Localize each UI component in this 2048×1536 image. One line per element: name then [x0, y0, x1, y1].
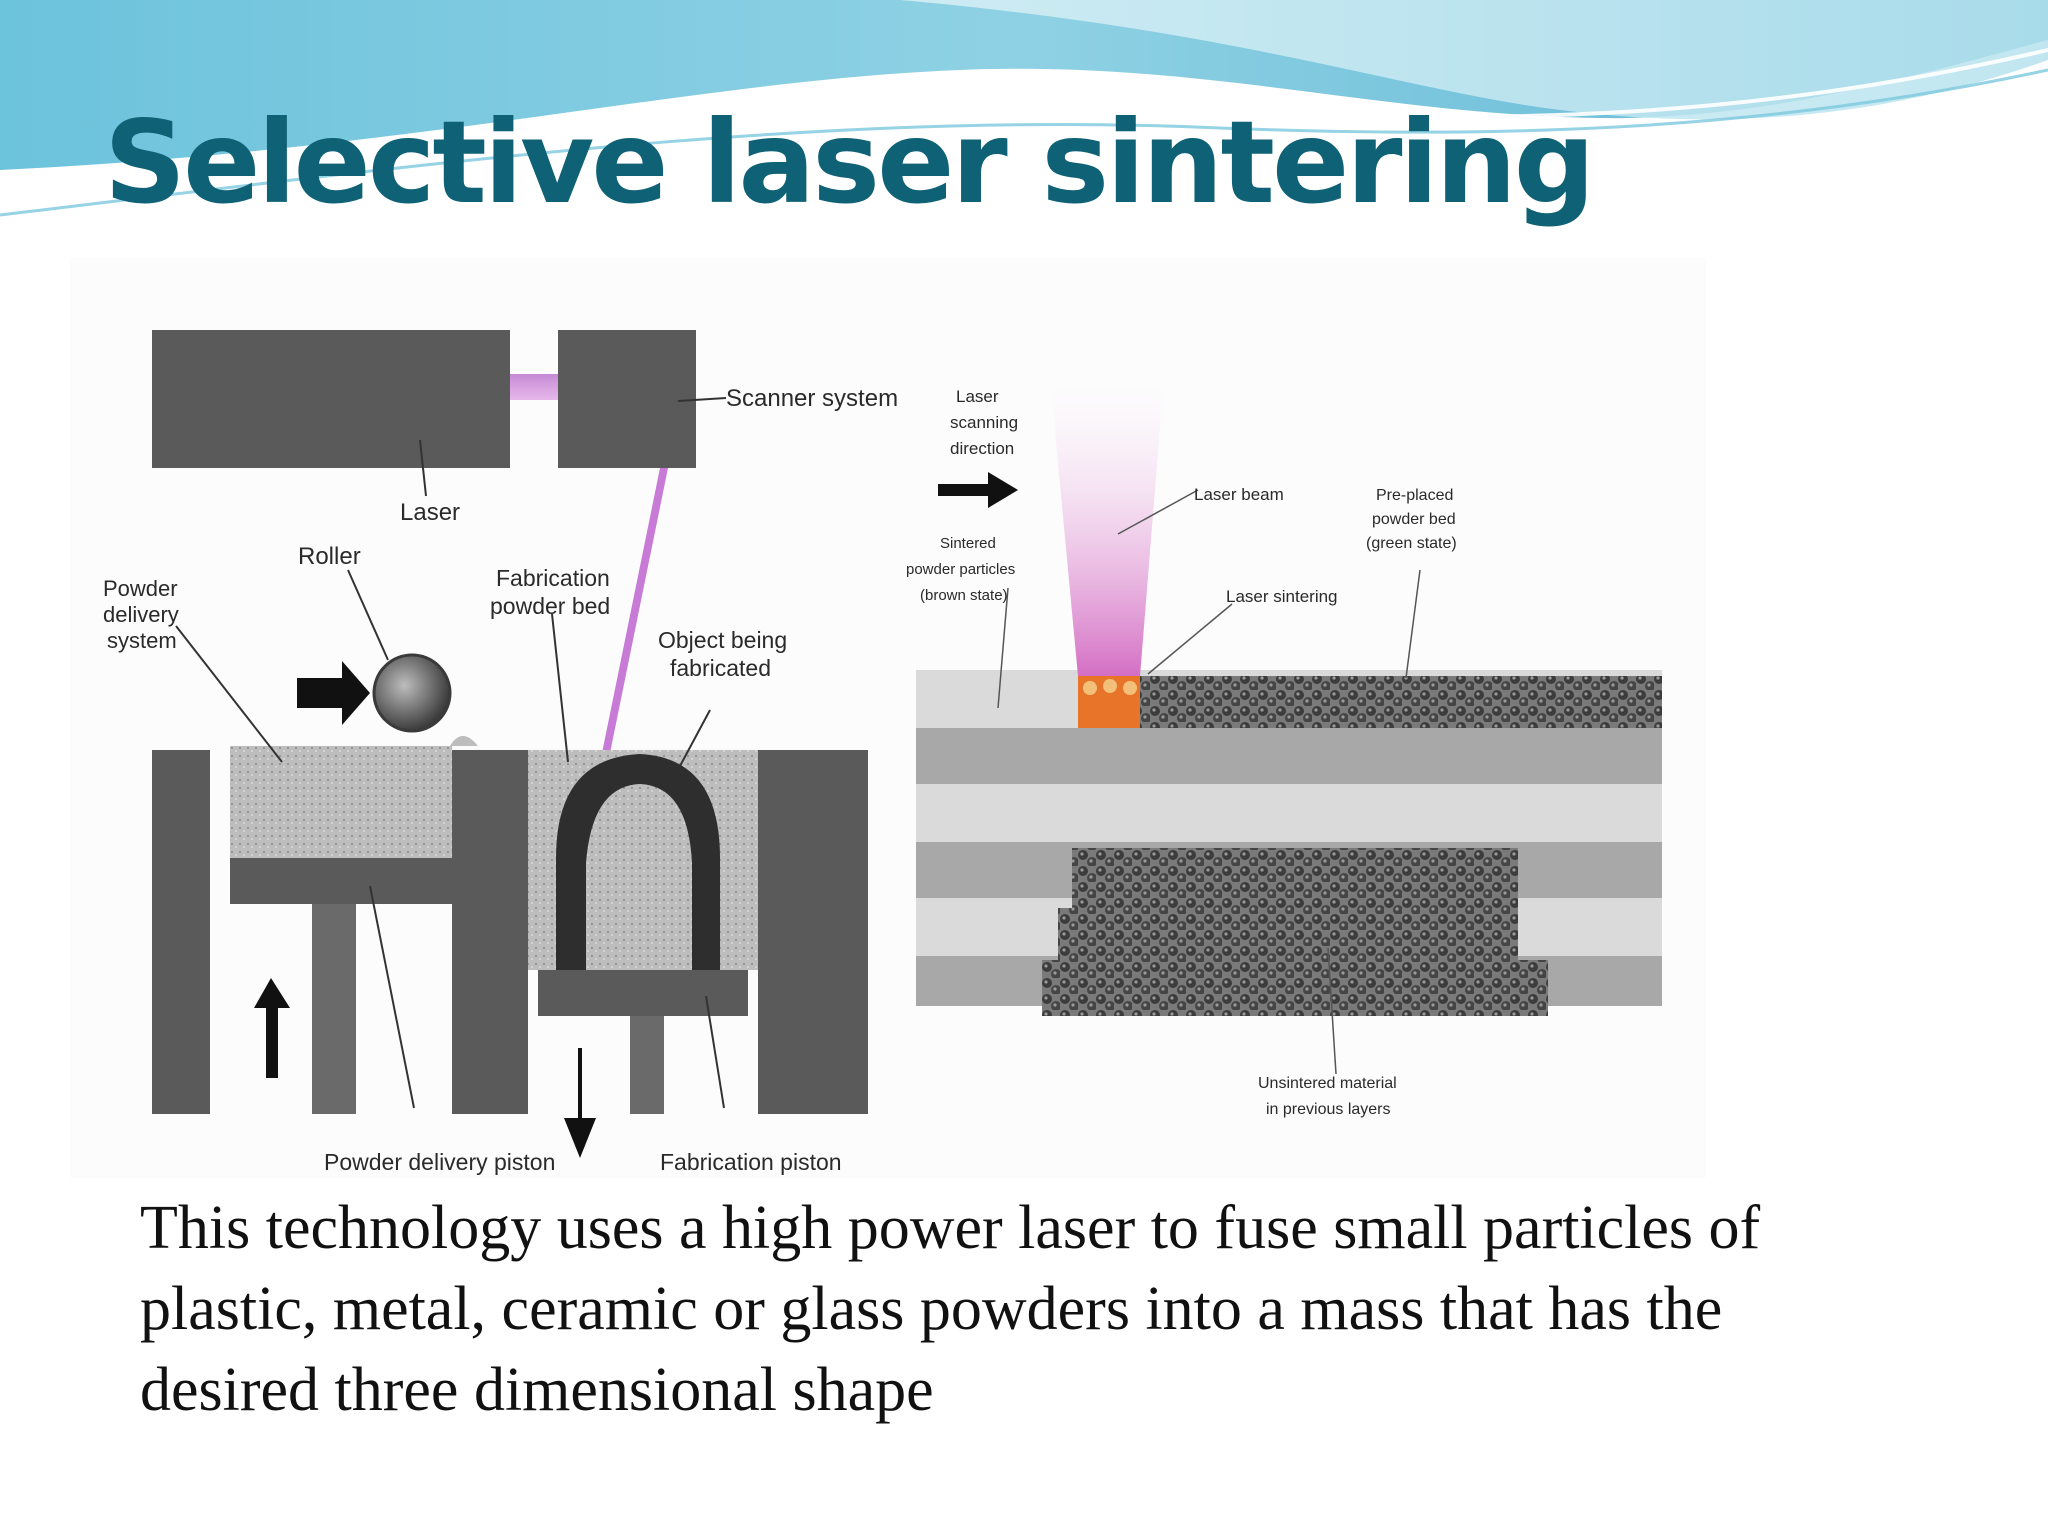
- down-arrow: [564, 1048, 596, 1158]
- delivery-piston-plate: [230, 858, 452, 904]
- laser-beam-horizontal: [510, 374, 558, 400]
- label-powder-delivery-2: delivery: [103, 602, 179, 627]
- label-pre-placed-3: (green state): [1366, 535, 1457, 552]
- right-sintering-diagram: Laser scanning direction Laser beam Pre-…: [906, 378, 1662, 1118]
- fabrication-piston-plate: [538, 970, 748, 1016]
- left-wall: [152, 750, 210, 1114]
- left-machine-diagram: Scanner system Laser Roller Powder deliv…: [103, 330, 898, 1175]
- fabrication-piston-rod: [630, 1016, 664, 1114]
- laser-beam-to-bed: [602, 468, 668, 753]
- left-leader-lines: [175, 397, 727, 1109]
- right-leader-lines: [997, 489, 1421, 1075]
- delivery-powder: [230, 746, 452, 866]
- right-wall: [758, 750, 868, 1114]
- label-scan-dir-3: direction: [950, 439, 1014, 458]
- sls-diagram: Scanner system Laser Roller Powder deliv…: [103, 330, 1662, 1175]
- roller: [372, 653, 452, 733]
- scan-direction-arrow: [938, 472, 1018, 508]
- label-pre-placed-2: powder bed: [1372, 511, 1456, 528]
- sintered-particle-1: [1083, 681, 1097, 695]
- slide-title: Selective laser sintering: [104, 96, 1595, 229]
- label-scan-dir-2: scanning: [950, 413, 1018, 432]
- sintered-particle-2: [1103, 679, 1117, 693]
- roller-trail: [450, 736, 478, 746]
- label-roller: Roller: [298, 543, 361, 570]
- label-scanner-system: Scanner system: [726, 385, 898, 412]
- laser-box: [152, 330, 510, 468]
- label-sintered-3: (brown state): [920, 587, 1008, 604]
- slide-body-text: This technology uses a high power laser …: [140, 1194, 1761, 1424]
- label-powder-delivery-3: system: [107, 628, 177, 653]
- stripe-2: [916, 728, 1662, 784]
- fabricated-object: [556, 754, 720, 970]
- label-laser-sintering: Laser sintering: [1226, 587, 1338, 606]
- label-fabrication-bed-1: Fabrication: [496, 565, 610, 591]
- label-unsintered-1: Unsintered material: [1258, 1075, 1397, 1092]
- sintered-part-previous-layers: [1042, 848, 1548, 1016]
- label-sintered-1: Sintered: [940, 535, 996, 552]
- scanner-box: [558, 330, 696, 468]
- header-wave-decoration: [0, 0, 2048, 229]
- label-pre-placed-1: Pre-placed: [1376, 487, 1453, 504]
- label-powder-delivery-piston: Powder delivery piston: [324, 1149, 555, 1175]
- stripe-3: [916, 784, 1662, 842]
- up-arrow: [254, 978, 290, 1078]
- sintered-particle-3: [1123, 681, 1137, 695]
- label-laser: Laser: [400, 499, 460, 526]
- delivery-piston-rod: [312, 904, 356, 1114]
- label-sintered-2: powder particles: [906, 561, 1015, 578]
- label-powder-delivery-1: Powder: [103, 576, 178, 601]
- center-wall: [452, 750, 528, 1114]
- label-fabrication-bed-2: powder bed: [490, 593, 610, 619]
- laser-beam-cone: [1050, 378, 1164, 676]
- label-fabrication-piston: Fabrication piston: [660, 1149, 842, 1175]
- label-scan-dir-1: Laser: [956, 387, 999, 406]
- roller-arrow: [297, 661, 370, 725]
- label-laser-beam: Laser beam: [1194, 485, 1284, 504]
- label-unsintered-2: in previous layers: [1266, 1101, 1391, 1118]
- label-object-1: Object being: [658, 627, 787, 653]
- pre-placed-powder-bed: [1140, 676, 1662, 728]
- label-object-2: fabricated: [670, 655, 771, 681]
